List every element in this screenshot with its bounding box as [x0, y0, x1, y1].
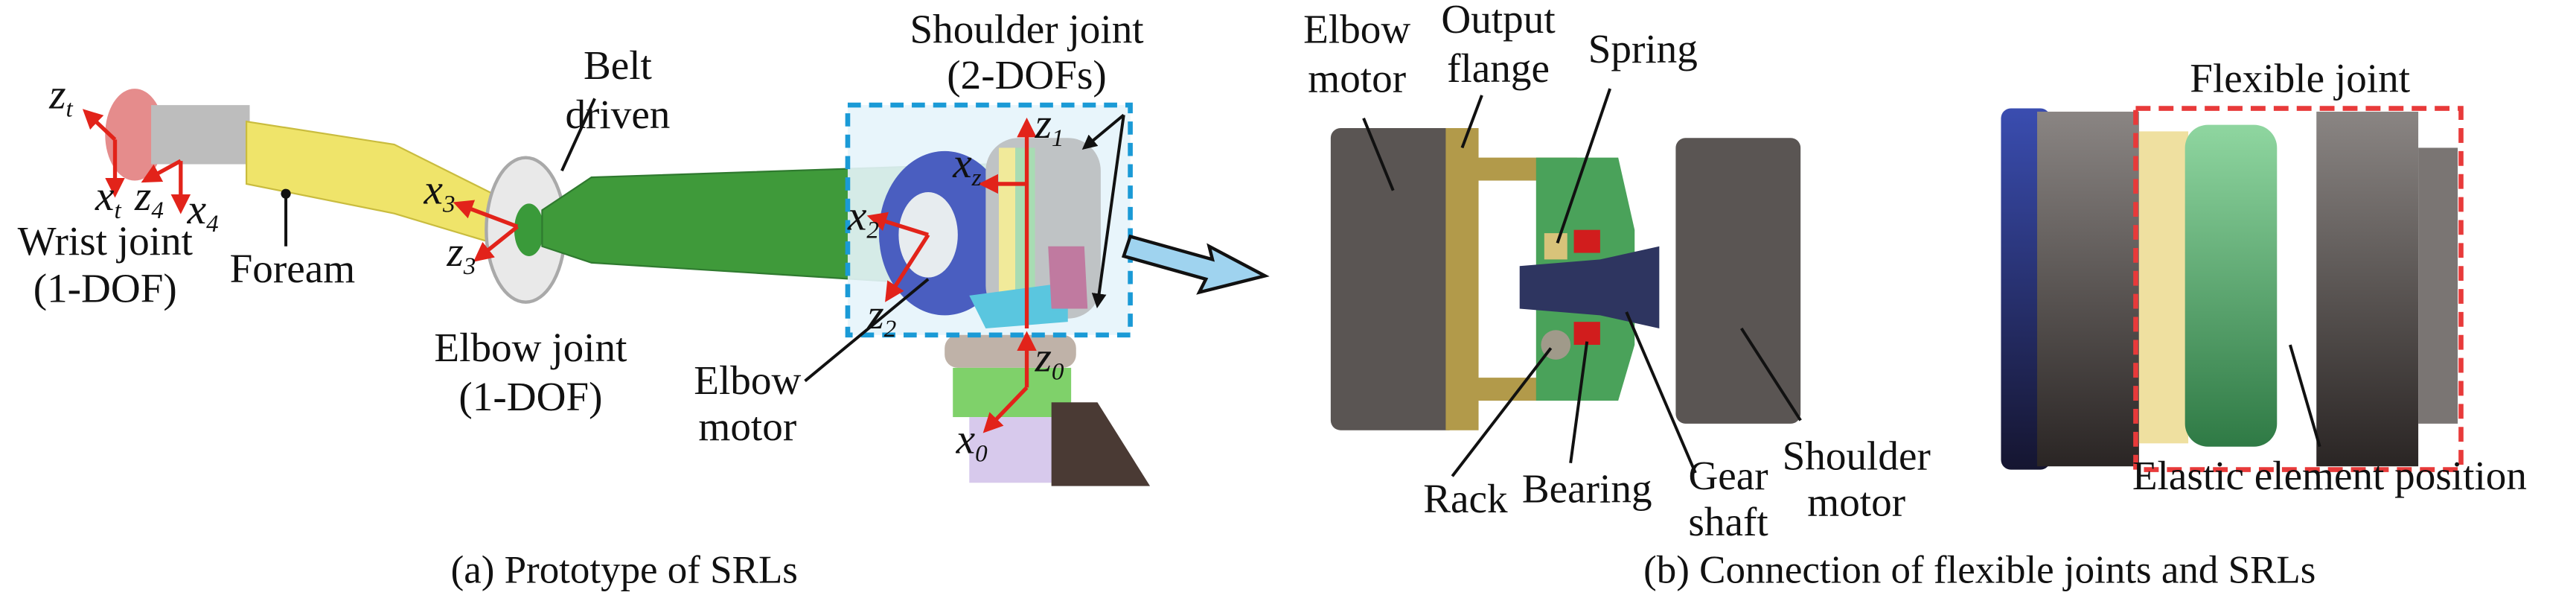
flexible-joint-box — [2133, 106, 2464, 472]
leader-elbow-motor-b — [1362, 118, 1395, 191]
leader-elbow-motor — [804, 278, 930, 383]
label-driven: driven — [565, 92, 670, 137]
label-rack: Rack — [1423, 476, 1508, 521]
base-ring — [945, 334, 1076, 368]
axis-z3-arrow — [473, 225, 519, 262]
panel-b: Elbow motor Output flange Spring Rack Be… — [1303, 0, 2527, 592]
assembled-yellow-plate — [2138, 131, 2189, 444]
gear-shaft — [1519, 246, 1660, 328]
label-z0: z0 — [1035, 334, 1064, 385]
shoulder-bracket — [969, 282, 1068, 328]
axis-z2-arrow — [885, 233, 930, 302]
shoulder-pink-link — [1048, 246, 1088, 309]
leader-elastic — [2289, 344, 2321, 448]
label-z2: z2 — [866, 291, 896, 343]
forearm — [245, 120, 494, 244]
label-foream: Foream — [230, 246, 356, 291]
leader-belt — [560, 98, 596, 172]
leader-bearing — [1569, 341, 1589, 464]
leader-rack — [1451, 347, 1553, 477]
label-wrist-joint: Wrist joint — [18, 218, 193, 264]
label-xz: xz — [952, 140, 981, 191]
label-xt: xt — [95, 173, 121, 224]
leader-spring — [1556, 88, 1612, 244]
shoulder-ring-yellow — [999, 147, 1016, 306]
elbow-motor-body — [1330, 127, 1460, 430]
label-shoulder-joint: Shoulder joint — [910, 6, 1143, 51]
panel-a: zt xt z4 x4 x3 z3 x2 z2 xz z1 z0 x0 Wris… — [18, 6, 1270, 592]
elbow-pulley-hub — [514, 203, 544, 256]
label-zt: zt — [48, 71, 73, 123]
label-elastic-element: Elastic element position — [2132, 453, 2527, 498]
output-flange — [1445, 127, 1577, 430]
axis-x0-arrow — [982, 386, 1029, 433]
label-shaft: shaft — [1688, 499, 1768, 544]
leader-foream-dot — [281, 188, 291, 199]
leader-shoulder-motor — [1740, 327, 1802, 422]
label-elbow-motor-b: motor — [698, 404, 796, 449]
base-stand — [1051, 402, 1151, 486]
caption-a: (a) Prototype of SRLs — [451, 549, 798, 592]
label-flexible-joint: Flexible joint — [2190, 56, 2410, 101]
leader-output-flange — [1460, 95, 1483, 149]
spring-part — [1544, 233, 1567, 260]
label-output: Output — [1441, 0, 1555, 42]
label-bearing: Bearing — [1522, 466, 1652, 512]
bearing-top — [1573, 229, 1600, 253]
label-flange: flange — [1447, 45, 1550, 91]
label-z3: z3 — [446, 229, 476, 280]
label-elbow-dof: (1-DOF) — [458, 374, 602, 419]
wrist-disc — [105, 89, 164, 181]
label-x3: x3 — [423, 166, 455, 217]
transfer-arrow-icon — [1121, 234, 1270, 295]
label-spring: Spring — [1588, 26, 1698, 71]
assembled-end-cap — [2418, 147, 2458, 424]
label-b-motor: motor — [1308, 56, 1406, 101]
label-elbow-motor-a: Elbow — [694, 357, 801, 403]
coordinate-frames — [82, 109, 1037, 433]
shoulder-joint-box — [845, 102, 1133, 338]
label-shoulder-dof: (2-DOFs) — [947, 52, 1107, 98]
label-x4: x4 — [187, 186, 219, 238]
assembled-green-body — [2185, 124, 2278, 447]
leader-shoulder-1 — [1081, 113, 1125, 150]
axis-x3-arrow — [453, 200, 519, 229]
leader-shoulder-2 — [1091, 115, 1125, 309]
label-z4: z4 — [134, 173, 164, 224]
label-shoulder-motor: motor — [1807, 479, 1905, 524]
label-b-elbow: Elbow — [1303, 6, 1410, 51]
axis-x2-arrow — [866, 212, 929, 237]
label-x2: x2 — [847, 193, 879, 244]
label-z1: z1 — [1035, 101, 1064, 152]
axis-zt-arrow — [82, 109, 117, 141]
label-gear: Gear — [1688, 453, 1768, 498]
label-wrist-dof: (1-DOF) — [33, 266, 177, 311]
assembled-motor-right — [2316, 111, 2419, 467]
label-elbow-joint: Elbow joint — [434, 325, 627, 370]
axis-z4-arrow — [141, 159, 182, 183]
label-shoulder: Shoulder — [1783, 433, 1931, 479]
wrist-block — [151, 105, 250, 165]
shoulder-motor-body — [1675, 138, 1801, 424]
label-belt: Belt — [584, 42, 652, 88]
assembled-motor-left — [2037, 111, 2139, 467]
caption-b: (b) Connection of flexible joints and SR… — [1643, 549, 2315, 592]
label-x0: x0 — [956, 416, 988, 468]
leader-gear-shaft — [1625, 311, 1697, 474]
bearing-bottom — [1573, 322, 1600, 346]
